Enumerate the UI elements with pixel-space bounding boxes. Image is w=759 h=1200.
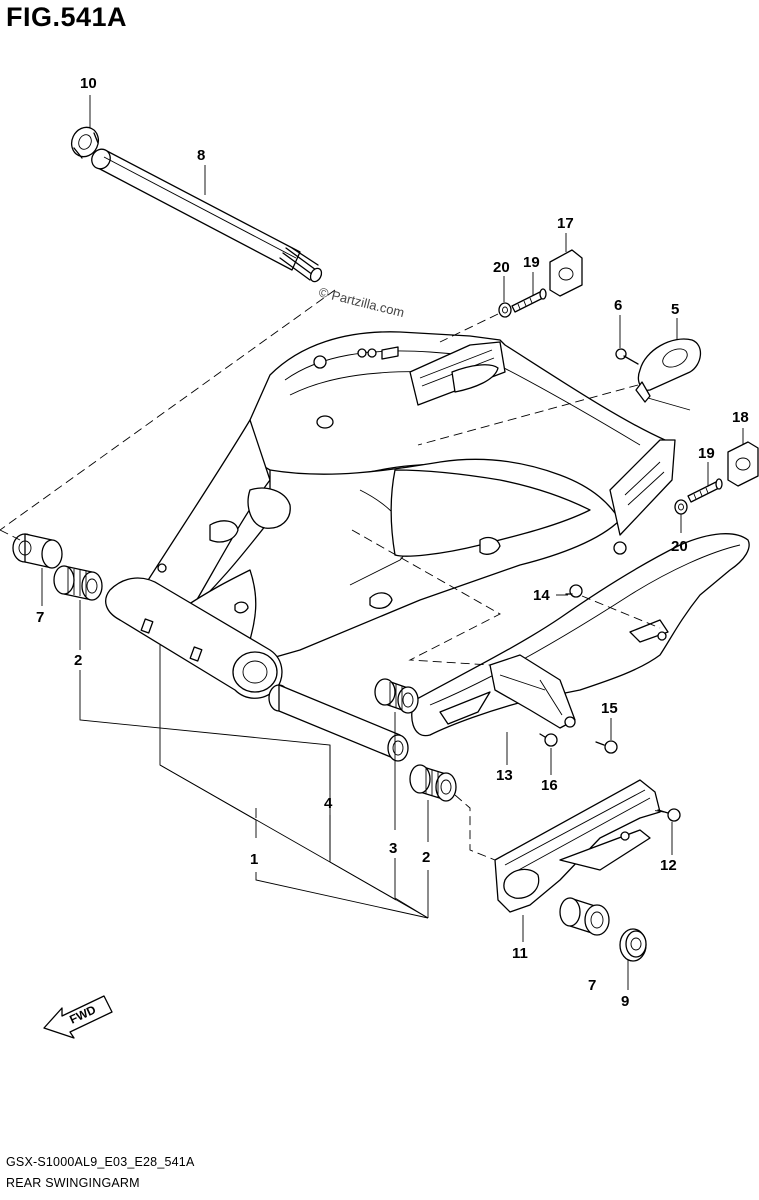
part-2-bearing-left[interactable] — [53, 565, 103, 601]
callout-8: 8 — [197, 147, 205, 164]
part-20-nut-upper[interactable] — [498, 302, 512, 318]
callout-17: 17 — [557, 215, 574, 232]
model-code: GSX-S1000AL9_E03_E28_541A — [6, 1155, 195, 1169]
callout-5: 5 — [671, 301, 679, 318]
part-8-pivot-shaft[interactable] — [88, 146, 323, 284]
section-name: REAR SWINGINGARM — [6, 1176, 140, 1190]
part-3-bearing[interactable] — [374, 678, 419, 714]
part-17-adjuster-block[interactable] — [549, 249, 583, 297]
part-4-spacer[interactable] — [268, 684, 409, 762]
callout-2: 2 — [74, 652, 82, 669]
callout-10: 10 — [80, 75, 97, 92]
callout-7: 7 — [36, 609, 44, 626]
callout-9: 9 — [621, 993, 629, 1010]
callout-20: 20 — [493, 259, 510, 276]
fwd-arrow-icon: FWD — [43, 995, 113, 1039]
callout-14: 14 — [533, 587, 550, 604]
figure-title: FIG.541A — [6, 2, 128, 32]
callout-16: 16 — [541, 777, 558, 794]
callout-1: 1 — [250, 851, 258, 868]
part-7-collar-right[interactable] — [559, 897, 610, 936]
part-5-plate[interactable] — [635, 338, 702, 403]
part-12-screw[interactable] — [657, 808, 681, 822]
callout-13: 13 — [496, 767, 513, 784]
callout-4: 4 — [324, 795, 333, 812]
part-2-bearing-right[interactable] — [409, 764, 457, 802]
callout-12: 12 — [660, 857, 677, 874]
part-10-nut[interactable] — [67, 123, 103, 161]
callout-15: 15 — [601, 700, 618, 717]
part-19-adjuster-bolt-upper[interactable] — [511, 288, 547, 313]
part-11-chain-buffer[interactable] — [494, 779, 661, 913]
callout-11: 11 — [512, 945, 528, 962]
watermark: © Partzilla.com — [317, 284, 406, 320]
part-20-nut-lower[interactable] — [674, 499, 688, 515]
part-15-bolt[interactable] — [595, 740, 618, 754]
part-9-nut[interactable] — [619, 928, 647, 962]
part-18-adjuster-block[interactable] — [727, 441, 759, 487]
part-13-chain-guard[interactable] — [411, 533, 750, 737]
part-14-screw[interactable] — [565, 584, 583, 598]
callout-7b: 7 — [588, 977, 596, 994]
part-7-collar-left[interactable] — [12, 533, 63, 569]
callout-19: 19 — [523, 254, 540, 271]
callout-2b: 2 — [422, 849, 430, 866]
callout-19b: 19 — [698, 445, 715, 462]
part-16-bolt[interactable] — [539, 733, 558, 747]
leader-lines — [0, 95, 744, 990]
callout-3: 3 — [389, 840, 397, 857]
callout-20b: 20 — [671, 538, 688, 555]
callout-labels: 10 8 17 20 19 6 5 18 19 20 14 7 2 15 13 … — [36, 75, 749, 1010]
part-19-adjuster-bolt-lower[interactable] — [687, 478, 723, 503]
part-1-swingarm[interactable] — [105, 331, 676, 699]
callout-18: 18 — [732, 409, 749, 426]
part-6-bolt[interactable] — [615, 348, 639, 365]
callout-6: 6 — [614, 297, 622, 314]
